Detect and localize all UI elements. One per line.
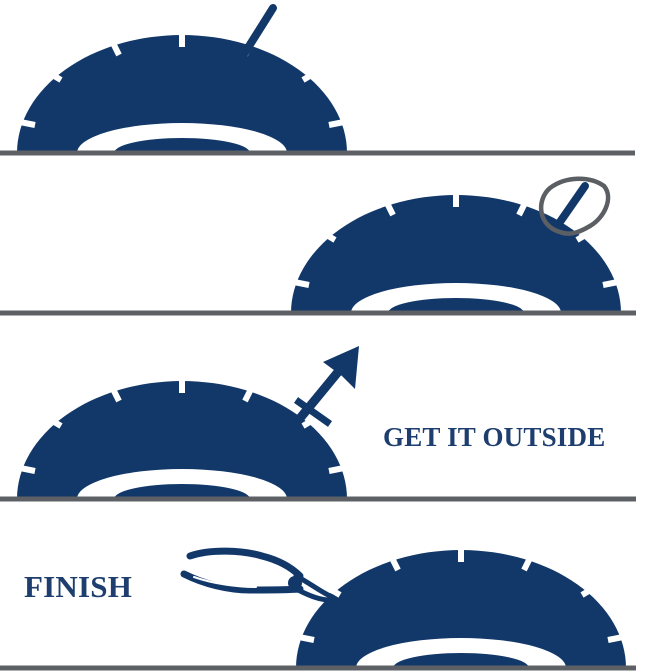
tire — [296, 547, 626, 668]
tire — [17, 32, 347, 153]
panel-1 — [0, 8, 635, 153]
step-3-label: GET IT OUTSIDE — [383, 422, 605, 453]
pliers-icon — [184, 551, 340, 605]
arrow-out-icon — [292, 346, 359, 428]
tire — [17, 378, 347, 499]
panel-2 — [0, 179, 636, 313]
panel-4 — [0, 547, 636, 668]
step-4-label: FINISH — [24, 569, 132, 605]
nail-icon — [553, 186, 585, 232]
